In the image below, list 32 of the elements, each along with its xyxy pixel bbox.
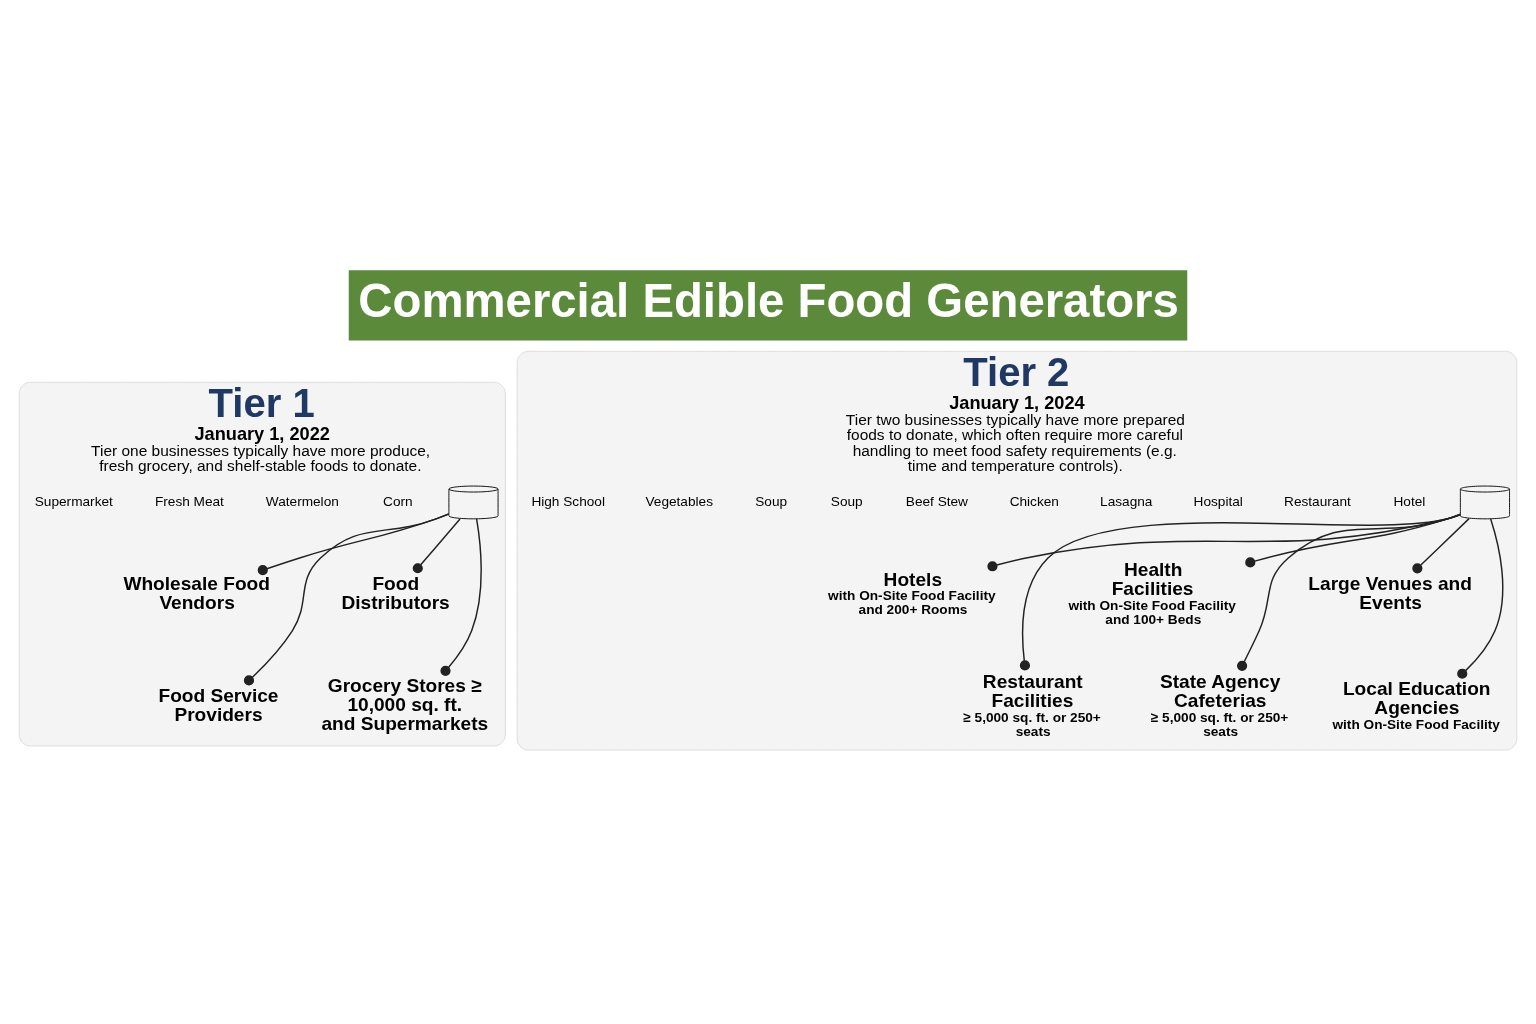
label: Hospital bbox=[1193, 493, 1243, 509]
label: Supermarket bbox=[34, 493, 113, 509]
connector bbox=[440, 518, 482, 676]
node-text: Health Facilities with On-Site Food Facility and 100+ Beds bbox=[1068, 559, 1236, 627]
label: Fresh Meat bbox=[154, 493, 224, 509]
connector bbox=[1019, 514, 1461, 671]
label: Vegetables bbox=[645, 493, 713, 509]
node-text: Food Service Providers bbox=[158, 684, 279, 725]
label: Lasagna bbox=[1100, 493, 1153, 509]
connector bbox=[243, 513, 450, 686]
node-text: Hotels with On-Site Food Facility and 200+ Rooms bbox=[828, 568, 996, 617]
connector bbox=[1237, 513, 1461, 671]
node-text: Wholesale Food Vendors bbox=[123, 572, 270, 613]
label: High School bbox=[531, 493, 605, 509]
connector bbox=[1412, 517, 1470, 574]
connector bbox=[412, 518, 461, 574]
label: Beef Stew bbox=[905, 493, 968, 509]
label: Restaurant bbox=[1284, 493, 1351, 509]
label: Hotel bbox=[1393, 493, 1426, 509]
node-text: Restaurant Facilities ≥ 5,000 sq. ft. or 250+ seats bbox=[963, 670, 1101, 739]
node-text: Grocery Stores ≥ 10,000 sq. ft. and Supermarkets bbox=[321, 675, 489, 735]
label: Chicken bbox=[1009, 493, 1059, 509]
node-text: State Agency Cafeterias ≥ 5,000 sq. ft. or 250+ seats bbox=[1150, 670, 1289, 739]
node-text: Large Venues and Events bbox=[1308, 572, 1472, 613]
node-text: Local Education Agencies with On-Site Food Facility bbox=[1332, 677, 1500, 732]
label: Soup bbox=[830, 493, 863, 509]
node-text: Food Distributors bbox=[341, 572, 450, 613]
label: Watermelon bbox=[265, 493, 339, 509]
diagram-title: Commercial Edible Food Generators bbox=[358, 273, 1179, 327]
label: Corn bbox=[383, 493, 413, 509]
label: Soup bbox=[755, 493, 788, 509]
connector bbox=[1457, 518, 1504, 679]
